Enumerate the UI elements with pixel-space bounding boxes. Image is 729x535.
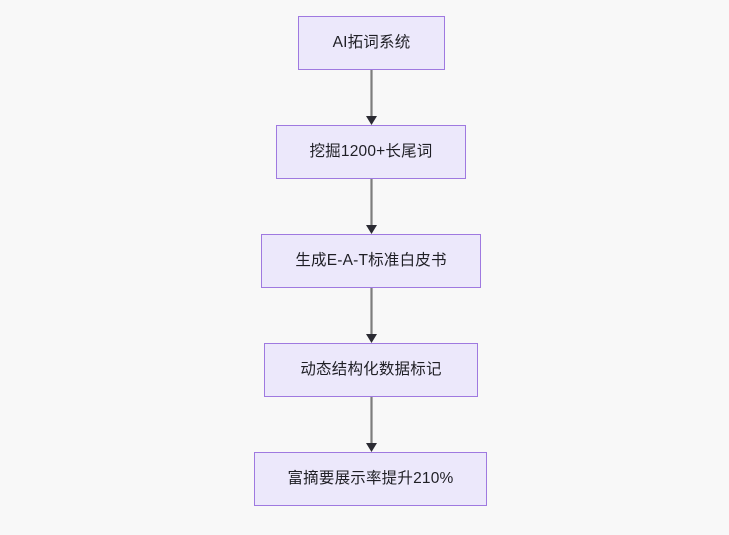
edge-n1-n2	[366, 70, 377, 125]
node-label: 生成E-A-T标准白皮书	[295, 251, 447, 269]
flowchart-node-eat-whitepaper[interactable]: 生成E-A-T标准白皮书	[261, 234, 481, 288]
node-label: 富摘要展示率提升210%	[287, 469, 454, 487]
edge-n2-n3	[366, 179, 377, 234]
arrowhead-icon	[366, 225, 377, 234]
flowchart-node-ai-keyword-system[interactable]: AI拓词系统	[298, 16, 445, 70]
node-label: 挖掘1200+长尾词	[309, 142, 433, 160]
node-label: AI拓词系统	[332, 33, 411, 51]
flowchart-node-longtail-keywords[interactable]: 挖掘1200+长尾词	[276, 125, 466, 179]
arrowhead-icon	[366, 443, 377, 452]
flowchart-node-structured-data-markup[interactable]: 动态结构化数据标记	[264, 343, 478, 397]
edge-n4-n5	[366, 397, 377, 452]
arrowhead-icon	[366, 334, 377, 343]
edge-n3-n4	[366, 288, 377, 343]
arrowhead-icon	[366, 116, 377, 125]
node-label: 动态结构化数据标记	[300, 360, 442, 378]
flowchart-node-rich-snippet-result[interactable]: 富摘要展示率提升210%	[254, 452, 487, 506]
